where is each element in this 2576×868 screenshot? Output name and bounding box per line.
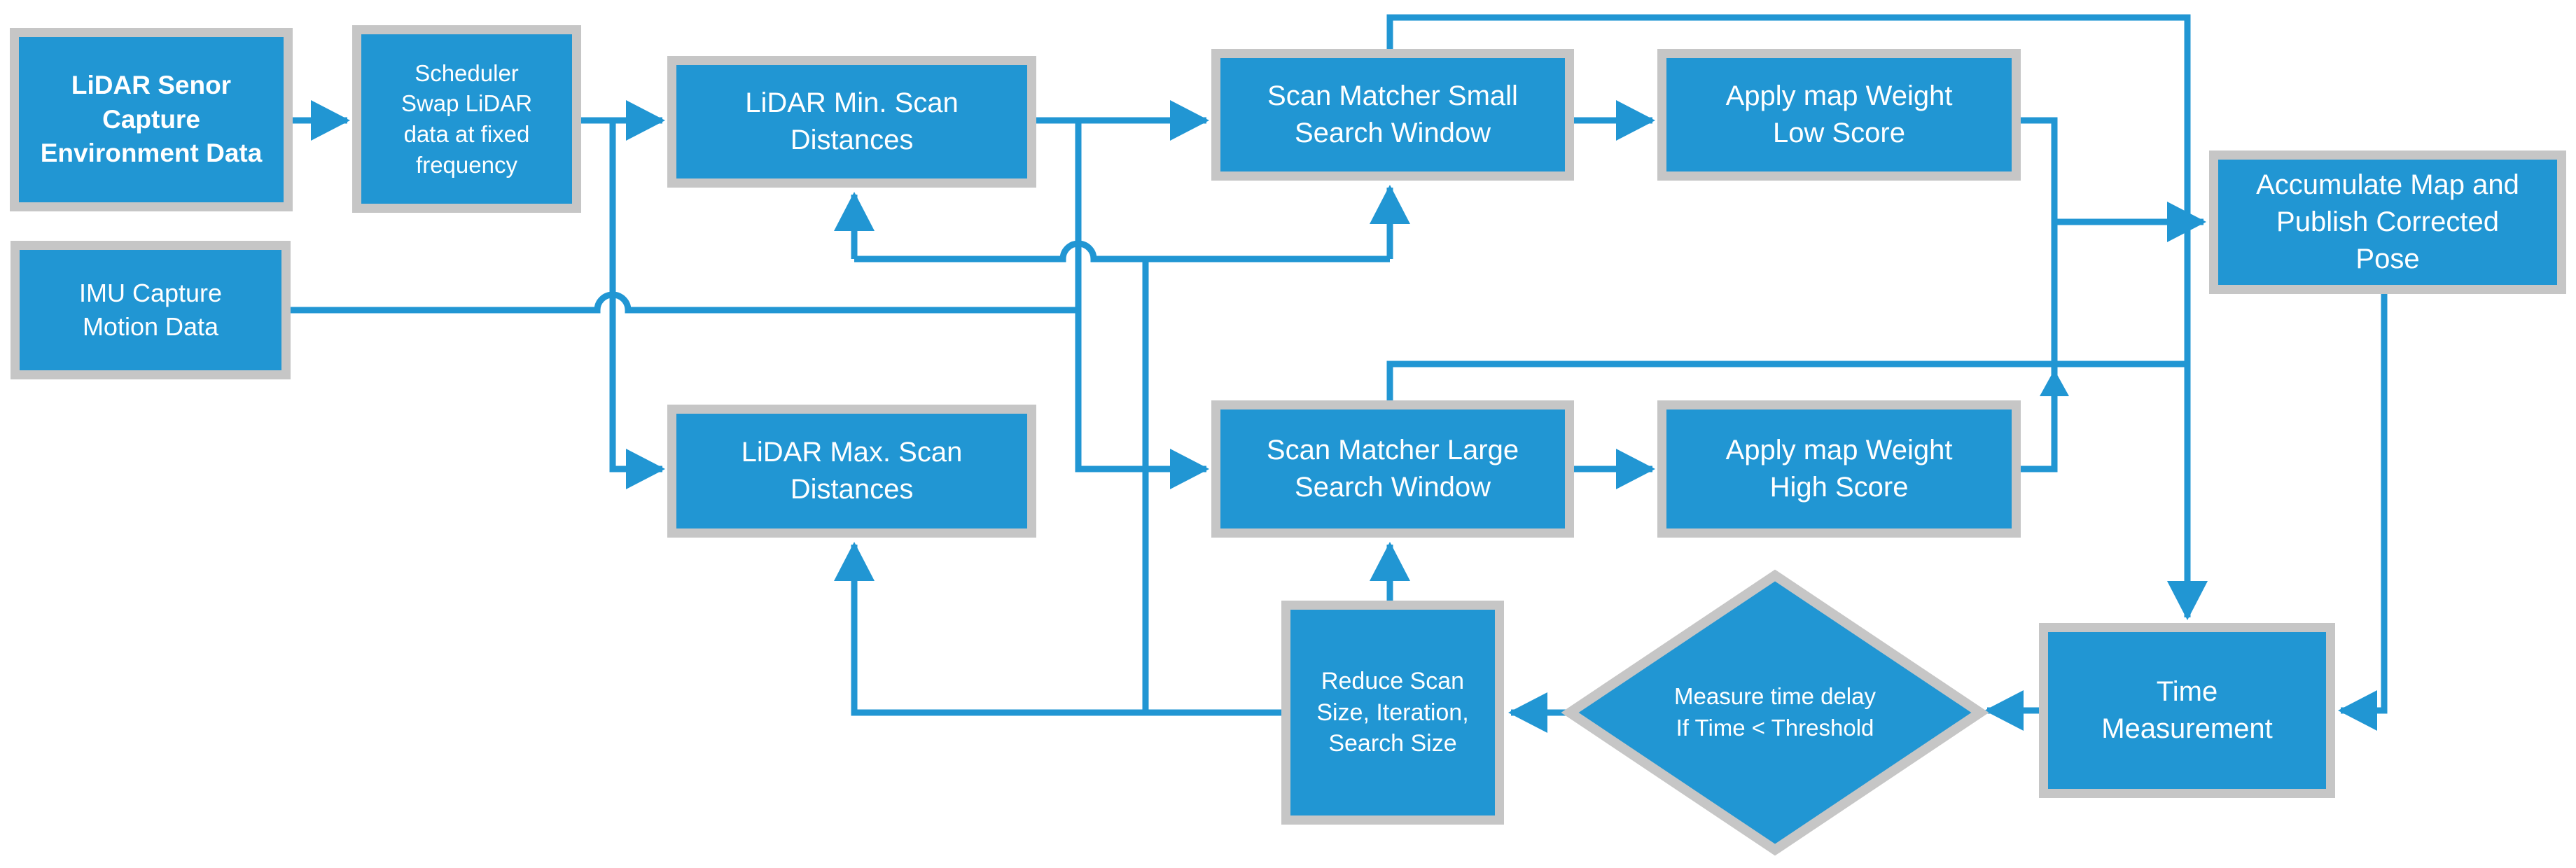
node-apply-weight-high: Apply map Weight High Score [1657, 400, 2021, 538]
node-scheduler-label: Scheduler Swap LiDAR data at fixed frequ… [401, 59, 533, 178]
node-scheduler: Scheduler Swap LiDAR data at fixed frequ… [352, 25, 581, 213]
node-scan-matcher-large-label: Scan Matcher Large Search Window [1266, 435, 1519, 503]
edge-accumulate-time [2338, 294, 2388, 731]
decision-diamond-shape [1561, 569, 1989, 856]
edge-scheduler-lidarmax [609, 120, 665, 489]
node-apply-weight-high-label: Apply map Weight High Score [1725, 435, 1953, 503]
edge-imu-merge [291, 291, 1075, 314]
node-lidar-min: LiDAR Min. Scan Distances [667, 56, 1036, 188]
node-apply-weight-low: Apply map Weight Low Score [1657, 49, 2021, 181]
node-accumulate-map-label: Accumulate Map and Publish Corrected Pos… [2256, 169, 2519, 274]
node-scan-matcher-large: Scan Matcher Large Search Window [1211, 400, 1574, 538]
node-accumulate-map: Accumulate Map and Publish Corrected Pos… [2209, 150, 2566, 294]
node-time-measurement: Time Measurement [2039, 623, 2335, 798]
edge-branch-smlarge [1075, 120, 1209, 489]
node-lidar-min-label: LiDAR Min. Scan Distances [745, 88, 959, 155]
node-reduce-scan-label: Reduce Scan Size, Iteration, Search Size [1316, 667, 1469, 757]
node-reduce-scan: Reduce Scan Size, Iteration, Search Size [1281, 601, 1504, 825]
node-lidar-sensor-label: LiDAR Senor Capture Environment Data [40, 70, 263, 168]
node-apply-weight-low-label: Apply map Weight Low Score [1725, 80, 1953, 148]
edge-smlarge-rail [1386, 360, 2187, 400]
node-time-measurement-label: Time Measurement [2101, 676, 2273, 744]
edge-apply-spine [2021, 117, 2058, 472]
node-scan-matcher-small: Scan Matcher Small Search Window [1211, 49, 1574, 181]
node-scan-matcher-small-label: Scan Matcher Small Search Window [1267, 80, 1518, 148]
node-imu-label: IMU Capture Motion Data [78, 279, 223, 341]
node-lidar-max: LiDAR Max. Scan Distances [667, 405, 1036, 538]
node-decision-label: Measure time delay If Time < Threshold [1674, 683, 1876, 741]
node-imu: IMU Capture Motion Data [11, 241, 291, 379]
edge-feedback-rail [854, 240, 1390, 262]
node-lidar-max-label: LiDAR Max. Scan Distances [741, 437, 963, 505]
edge-reduce-lidarmax [834, 542, 1281, 716]
edge-smsmall-time [1386, 14, 2208, 620]
node-lidar-sensor: LiDAR Senor Capture Environment Data [10, 28, 293, 211]
